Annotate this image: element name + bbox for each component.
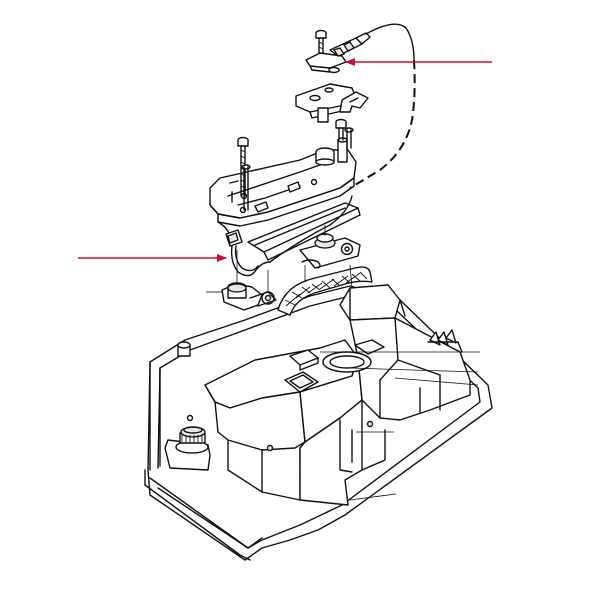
rear-structure (284, 284, 471, 421)
wire-connector (217, 195, 353, 277)
sensor-cable (349, 23, 416, 189)
leader-lines (320, 351, 480, 501)
hose (277, 266, 373, 316)
tray-peg (177, 341, 191, 357)
lower-chamber (299, 399, 386, 506)
lid-bolts (237, 118, 354, 211)
lid-cover (209, 137, 357, 227)
callout-arrows (78, 58, 492, 262)
upper-bracket (295, 83, 369, 123)
top-sensor-clip (305, 29, 371, 74)
filler-cap (164, 426, 211, 471)
mount-bracket-left (206, 250, 277, 311)
hinge-plate (247, 202, 361, 289)
